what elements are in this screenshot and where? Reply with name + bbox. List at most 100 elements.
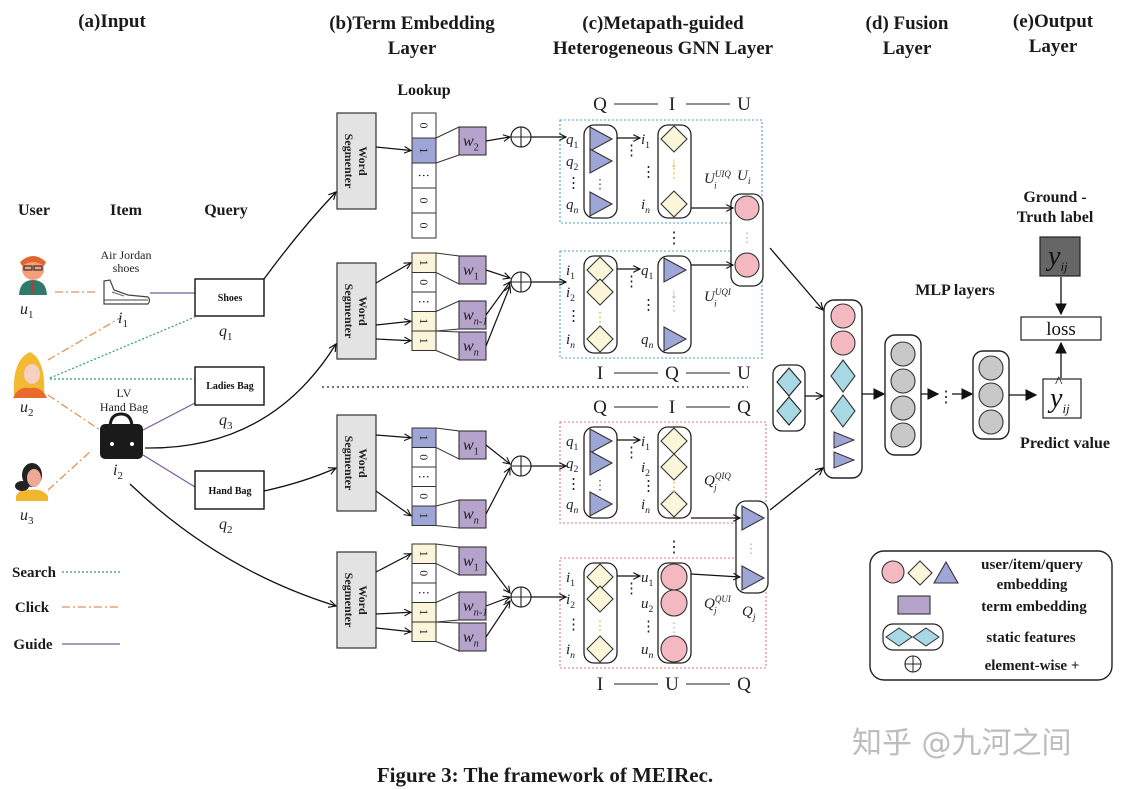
query-node: [589, 491, 614, 517]
left-node-label: ⋮: [566, 309, 581, 325]
static-feature-diamond: [776, 396, 802, 426]
fusion-vector: [823, 299, 863, 479]
edge-segmenter-to-cell: [375, 490, 411, 516]
static-feature-diamond: [776, 367, 802, 397]
item-node: [660, 490, 688, 518]
column-query-label: Query: [204, 202, 248, 219]
edge-i2-to-segmenter-2: [144, 344, 336, 449]
ellipsis: ⋮: [624, 445, 639, 461]
term-embedding-wn: [458, 331, 487, 361]
metapath-node-type: U: [665, 674, 679, 695]
right-node-label: ⋮: [641, 479, 656, 495]
one-hot-cell: [411, 162, 437, 189]
section-term-embedding-title-1: (b)Term Embedding: [329, 13, 495, 34]
term-embedding-w1: [458, 255, 487, 285]
fusion-query-node: [833, 431, 856, 449]
elementwise-plus-icon: [510, 126, 532, 148]
legend-uiq-label-2: embedding: [997, 577, 1068, 593]
item-node: [586, 635, 614, 663]
metapath-node-type: Q: [737, 397, 751, 418]
right-node-label: ⋮: [641, 619, 656, 635]
metapath-node-type: Q: [737, 674, 751, 695]
word-segmenter-box: [336, 112, 377, 210]
query-q3-label: q3: [219, 412, 233, 432]
query-node: [741, 505, 766, 531]
ellipsis: ⋮: [624, 581, 639, 597]
item-node: [660, 125, 688, 153]
right-node-label: qn: [641, 332, 654, 351]
section-gnn-title-2: Heterogeneous GNN Layer: [553, 38, 774, 59]
ellipsis: ⋮: [594, 310, 607, 325]
guide-edge-i2-q2: [142, 454, 196, 488]
one-hot-value: ⋮: [417, 587, 431, 599]
item-i1-label: i1: [118, 310, 128, 330]
section-output-title-2: Layer: [1029, 36, 1078, 57]
one-hot-value: 1: [417, 260, 431, 266]
right-node-label: in: [641, 497, 650, 516]
edge-q1-to-segmenter-1: [263, 192, 336, 280]
loss-box: [1020, 316, 1102, 341]
one-hot-value: 1: [417, 513, 431, 519]
query-q2-box: [194, 470, 265, 510]
svg-text:Word: Word: [356, 296, 370, 326]
right-node-label: q1: [641, 263, 654, 282]
query-q1-box: [194, 278, 265, 317]
ground-truth-symbol: yij: [1045, 241, 1068, 274]
left-node-label: i1: [566, 263, 575, 282]
mlp-layers-label: MLP layers: [915, 282, 995, 299]
one-hot-value: 1: [417, 551, 431, 557]
term-label-w1: w1: [463, 262, 479, 282]
legend-user-circle-icon: [881, 560, 905, 584]
one-hot-value: 0: [417, 570, 431, 576]
one-hot-cell: [411, 112, 437, 139]
ellipsis: ⋮: [745, 541, 758, 556]
ellipsis: ⋮: [668, 480, 681, 495]
metapath-node-type: Q: [593, 94, 607, 115]
ellipsis: ⋮: [666, 539, 682, 556]
prediction-box: [1042, 378, 1082, 419]
watermark: 知乎 @九河之间: [852, 726, 1072, 761]
click-edge-u2-i1: [47, 317, 121, 361]
guide-edge-i2-q3: [142, 402, 196, 431]
propagation-arrow-icon: ↓: [671, 287, 678, 302]
query-q1-text: Shoes: [218, 293, 243, 304]
edge-q2-to-segmenter-3: [263, 468, 336, 492]
metapath-node-type: Q: [665, 363, 679, 384]
fusion-static-node: [830, 394, 856, 428]
term-embedding-layer: WordSegmenter01⋮00w2WordSegmenter10⋮11w1…: [336, 112, 532, 652]
user-u2-label: u2: [20, 399, 34, 419]
right-node-label: un: [641, 642, 654, 661]
lookup-projection: [435, 427, 460, 460]
legend-elementwise-label: element-wise +: [985, 658, 1080, 674]
edge-term-to-plus: [485, 286, 510, 347]
user-node: [660, 589, 688, 617]
query-node: [589, 450, 614, 476]
term-label-w2: w2: [463, 133, 479, 153]
one-hot-value: ⋮: [417, 170, 431, 182]
edge-i2-to-segmenter-4: [129, 483, 336, 606]
ground-truth-label-1: Ground -: [1023, 189, 1086, 206]
metapath-node-type: I: [669, 94, 675, 115]
legend-click-label: Click: [15, 600, 50, 616]
query-q2-text: Hand Bag: [208, 486, 251, 497]
one-hot-value: ⋮: [417, 471, 431, 483]
loss-label: loss: [1046, 319, 1076, 340]
ellipsis: ⋮: [741, 230, 754, 245]
lookup-projection: [435, 621, 460, 652]
left-node-label: in: [566, 642, 575, 661]
edge-segmenter-to-cell: [375, 339, 411, 341]
query-node: [589, 148, 614, 174]
svg-text:Word: Word: [356, 585, 370, 615]
svg-text:Word: Word: [356, 448, 370, 478]
svg-text:Segmenter: Segmenter: [342, 134, 356, 189]
legend-item-diamond-icon: [907, 560, 933, 586]
legend-term-label: term embedding: [981, 599, 1087, 615]
metapath-box: [559, 119, 763, 224]
